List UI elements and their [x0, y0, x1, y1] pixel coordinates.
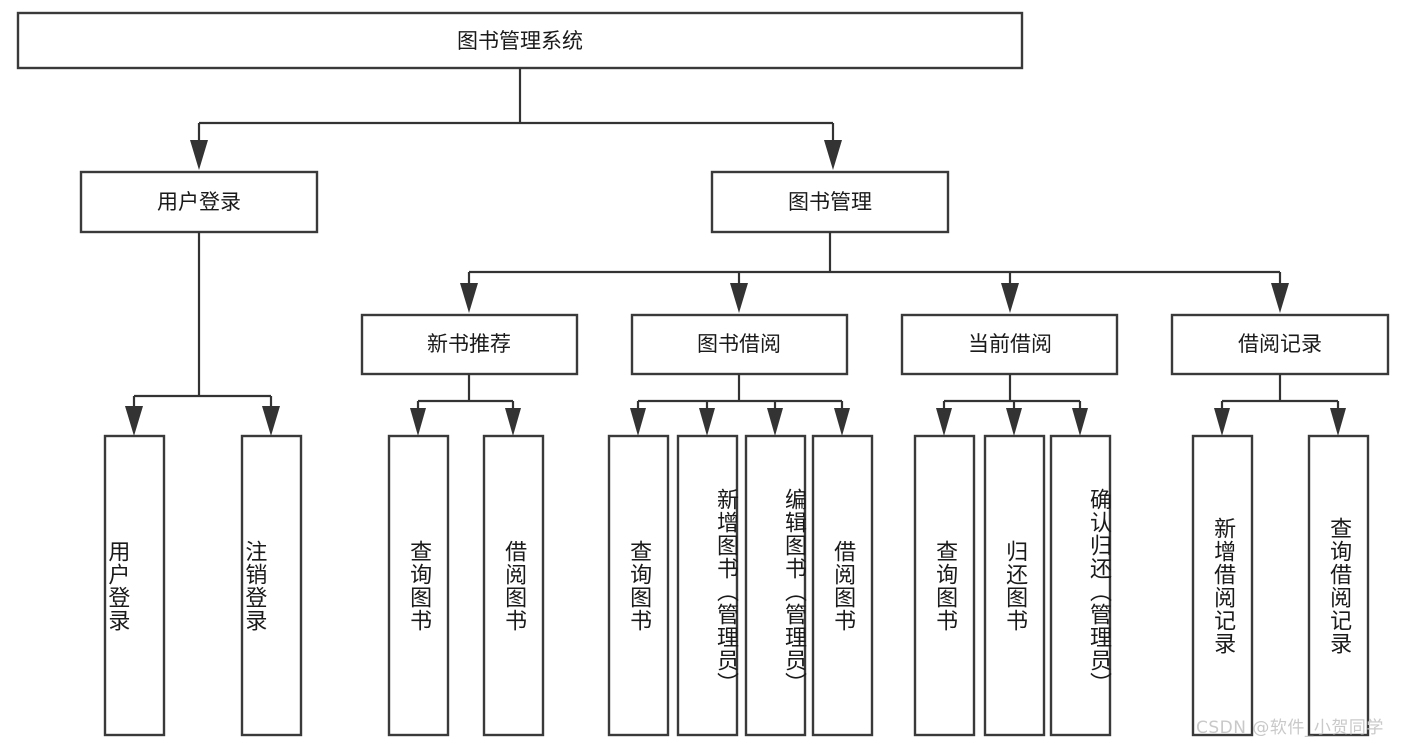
- connector-new-book-rec-to-leaves: [410, 374, 521, 436]
- arrow-head-icon: [1330, 408, 1346, 436]
- connector-user-login-to-leaves: [125, 232, 280, 436]
- node-new-book-rec[interactable]: 新书推荐: [360, 313, 579, 376]
- node-borrow-record[interactable]: 借阅记录: [1170, 313, 1390, 376]
- node-current-borrow[interactable]: 当前借阅: [900, 313, 1119, 376]
- node-book-borrow-label: 图书借阅: [697, 332, 781, 356]
- leaf-box-add-record[interactable]: [1191, 434, 1254, 737]
- arrow-head-icon: [1006, 408, 1022, 436]
- connector-book-manage-to-level2: [460, 232, 1289, 313]
- leaf-box-add-book[interactable]: [676, 434, 739, 737]
- leaf-box-query-book-1[interactable]: [387, 434, 450, 737]
- node-book-manage-label: 图书管理: [788, 190, 872, 214]
- arrow-head-icon: [410, 408, 426, 436]
- connector-current-borrow-to-leaves: [936, 374, 1088, 436]
- arrow-head-icon: [505, 408, 521, 436]
- node-book-manage[interactable]: 图书管理: [710, 170, 950, 234]
- leaf-box-return-book[interactable]: [983, 434, 1046, 737]
- node-new-book-rec-box: [360, 313, 579, 376]
- arrow-head-icon: [1271, 283, 1289, 313]
- node-user-login-box: [79, 170, 319, 234]
- leaf-box-edit-book[interactable]: [744, 434, 807, 737]
- node-root[interactable]: 图书管理系统: [16, 11, 1024, 70]
- arrow-head-icon: [190, 140, 208, 170]
- arrow-head-icon: [699, 408, 715, 436]
- leaf-box-query-book-3[interactable]: [913, 434, 976, 737]
- node-borrow-record-label: 借阅记录: [1238, 332, 1322, 356]
- arrow-head-icon: [1001, 283, 1019, 313]
- arrow-head-icon: [1072, 408, 1088, 436]
- node-user-login-label: 用户登录: [157, 190, 241, 214]
- arrow-head-icon: [824, 140, 842, 170]
- leaf-box-user-logout[interactable]: [240, 434, 303, 737]
- arrow-head-icon: [834, 408, 850, 436]
- leaf-box-query-book-2[interactable]: [607, 434, 670, 737]
- leaf-box-query-record[interactable]: [1307, 434, 1370, 737]
- arrow-head-icon: [125, 406, 143, 436]
- arrow-head-icon: [1214, 408, 1230, 436]
- connector-borrow-record-to-leaves: [1214, 374, 1346, 436]
- arrow-head-icon: [936, 408, 952, 436]
- connector-book-borrow-to-leaves: [630, 374, 850, 436]
- leaf-box-confirm-return[interactable]: [1049, 434, 1112, 737]
- node-user-login[interactable]: 用户登录: [79, 170, 319, 234]
- node-root-label: 图书管理系统: [457, 29, 583, 53]
- arrow-head-icon: [767, 408, 783, 436]
- leaf-box-borrow-book-1[interactable]: [482, 434, 545, 737]
- node-new-book-rec-label: 新书推荐: [427, 332, 511, 356]
- arrow-head-icon: [630, 408, 646, 436]
- node-root-box: [16, 11, 1024, 70]
- connector-root-to-level1: [190, 68, 842, 170]
- leaf-box-borrow-book-2[interactable]: [811, 434, 874, 737]
- csdn-watermark: CSDN @软件_小贺同学: [1196, 718, 1384, 738]
- arrow-head-icon: [262, 406, 280, 436]
- node-current-borrow-box: [900, 313, 1119, 376]
- node-current-borrow-label: 当前借阅: [968, 332, 1052, 356]
- arrow-head-icon: [460, 283, 478, 313]
- arrow-head-icon: [730, 283, 748, 313]
- leaf-box-user-login[interactable]: [103, 434, 166, 737]
- node-book-borrow[interactable]: 图书借阅: [630, 313, 849, 376]
